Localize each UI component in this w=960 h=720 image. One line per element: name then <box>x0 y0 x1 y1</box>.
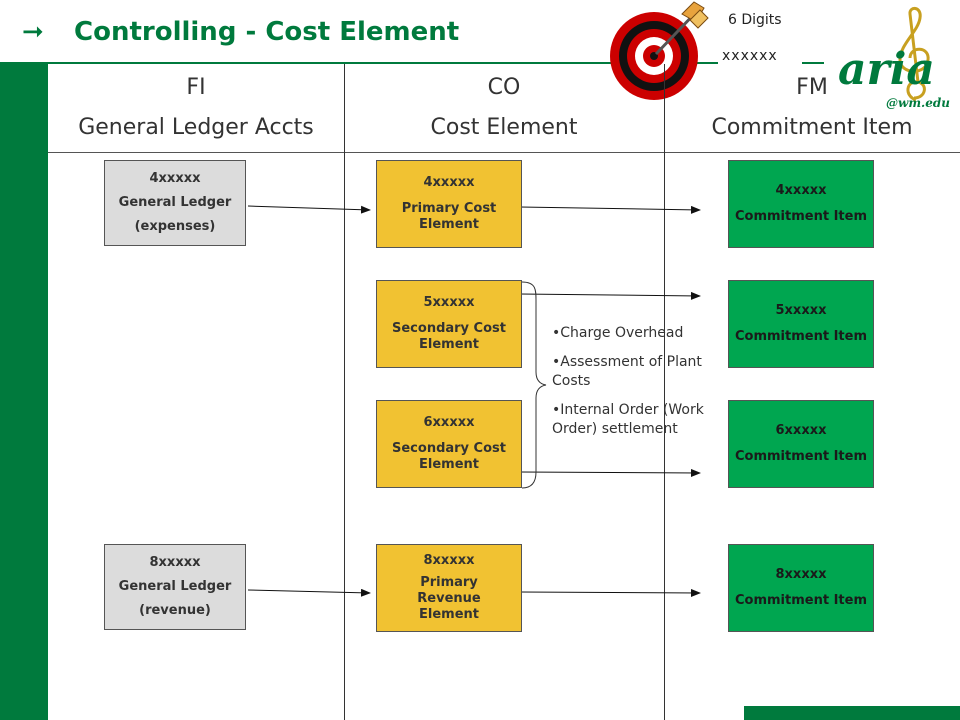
fm-box-commitment-4: 4xxxxx Commitment Item <box>728 160 874 248</box>
logo-text: aria <box>838 44 935 95</box>
page-title: Controlling - Cost Element <box>74 17 460 47</box>
title-rule-mid <box>696 62 718 64</box>
box-code: 8xxxxx <box>775 567 827 582</box>
fi-box-expenses: 4xxxxx General Ledger (expenses) <box>104 160 246 246</box>
arrow-co4-fm4 <box>519 205 701 214</box>
title-arrow-icon: ➞ <box>22 17 44 47</box>
bullet-item: •Charge Overhead <box>552 324 712 343</box>
arrow-co6-fm6 <box>519 468 701 477</box>
bullet-text: Charge Overhead <box>560 325 684 341</box>
bullet-text: Internal Order (Work Order) settlement <box>552 402 704 437</box>
box-code: 6xxxxx <box>775 423 827 438</box>
co-box-primary-revenue: 8xxxxx Primary Revenue Element <box>376 544 522 632</box>
box-code: 4xxxxx <box>423 175 475 190</box>
column-divider-co-fm <box>664 64 665 720</box>
title-rule-left <box>0 62 640 64</box>
co-box-primary-cost: 4xxxxx Primary Cost Element <box>376 160 522 248</box>
box-label: Primary Cost Element <box>401 201 497 232</box>
column-header-fi: FI General Ledger Accts <box>48 74 344 142</box>
column-name: General Ledger Accts <box>78 115 314 140</box>
box-code: 5xxxxx <box>423 295 475 310</box>
arrow-co8-fm8 <box>519 588 701 597</box>
column-header-fm: FM Commitment Item <box>664 74 960 142</box>
title-rule-right <box>802 62 824 64</box>
box-label: Commitment Item <box>734 593 867 608</box>
box-label: Secondary Cost Element <box>392 321 506 352</box>
box-code: 6xxxxx <box>423 415 475 430</box>
box-label: General Ledger <box>118 579 232 594</box>
digits-label: 6 Digits <box>728 12 782 28</box>
fm-box-commitment-6: 6xxxxx Commitment Item <box>728 400 874 488</box>
box-code: 4xxxxx <box>775 183 827 198</box>
column-header-co: CO Cost Element <box>344 74 664 142</box>
target-icon <box>610 1 709 100</box>
fm-box-commitment-5: 5xxxxx Commitment Item <box>728 280 874 368</box>
bullet-marker: • <box>552 402 561 418</box>
bullet-text: Assessment of Plant Costs <box>552 354 702 389</box>
column-divider-fi-co <box>344 64 345 720</box>
box-label: Commitment Item <box>734 209 867 224</box>
column-abbr: FM <box>796 75 828 100</box>
column-name: Commitment Item <box>711 115 913 140</box>
column-abbr: CO <box>487 75 521 100</box>
bottom-accent-bar <box>744 706 960 720</box>
bullet-item: •Assessment of Plant Costs <box>552 353 712 391</box>
bullet-item: •Internal Order (Work Order) settlement <box>552 401 712 439</box>
bullet-marker: • <box>552 325 561 341</box>
digits-value: xxxxxx <box>722 48 778 64</box>
treble-clef-icon <box>898 7 930 102</box>
box-label: (revenue) <box>139 603 211 618</box>
box-label: Commitment Item <box>734 449 867 464</box>
arrow-fi4-co4 <box>247 205 371 214</box>
box-code: 8xxxxx <box>149 555 201 570</box>
fm-box-commitment-8: 8xxxxx Commitment Item <box>728 544 874 632</box>
fi-box-revenue: 8xxxxx General Ledger (revenue) <box>104 544 246 630</box>
box-code: 8xxxxx <box>423 553 475 568</box>
secondary-cost-bullets: •Charge Overhead •Assessment of Plant Co… <box>552 324 712 449</box>
arrow-co5-fm5 <box>519 291 701 300</box>
co-box-secondary-cost-5: 5xxxxx Secondary Cost Element <box>376 280 522 368</box>
secondary-brace <box>521 281 547 489</box>
bullet-marker: • <box>552 354 561 370</box>
column-name: Cost Element <box>430 115 578 140</box>
header-divider <box>48 152 960 153</box>
box-label: Primary Revenue Element <box>417 575 481 622</box>
box-code: 5xxxxx <box>775 303 827 318</box>
box-label: Secondary Cost Element <box>392 441 506 472</box>
arrow-fi8-co8 <box>247 588 371 597</box>
column-abbr: FI <box>186 75 206 100</box>
logo-subtext: @wm.edu <box>886 96 950 110</box>
box-label: (expenses) <box>134 219 216 234</box>
box-label: Commitment Item <box>734 329 867 344</box>
box-label: General Ledger <box>118 195 232 210</box>
co-box-secondary-cost-6: 6xxxxx Secondary Cost Element <box>376 400 522 488</box>
left-accent-bar <box>0 64 48 720</box>
box-code: 4xxxxx <box>149 171 201 186</box>
